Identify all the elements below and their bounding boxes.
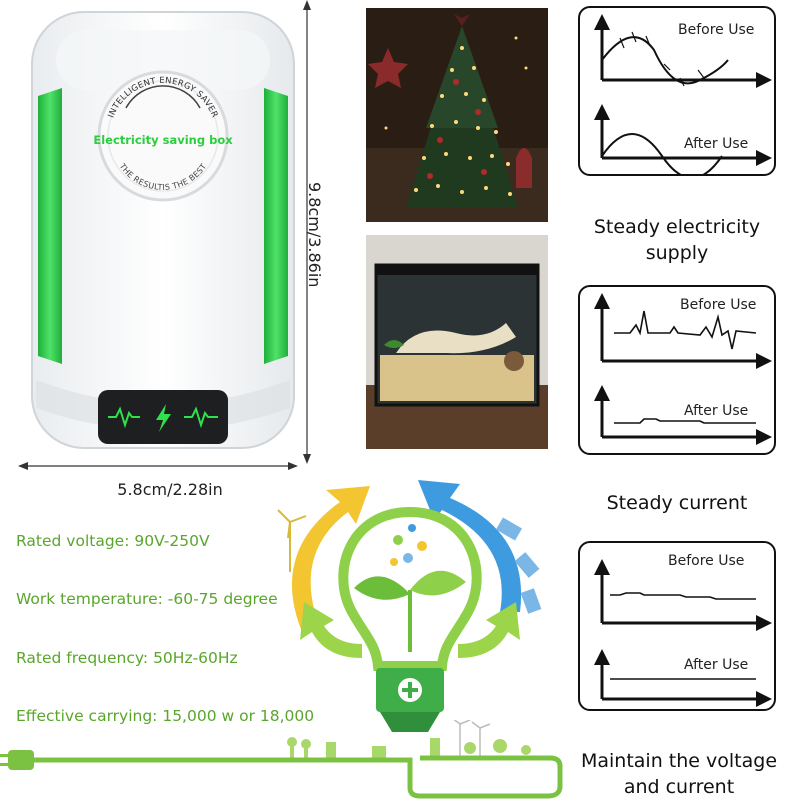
- right-green-arrow: [458, 602, 520, 658]
- panel-supply-after: After Use: [684, 136, 748, 152]
- left-indicator-strip: [38, 88, 62, 364]
- spec-rated-frequency: Rated frequency: 50Hz-60Hz: [16, 649, 238, 667]
- blue-arrow: [418, 480, 522, 612]
- energy-saver-device: INTELLIGENT ENERGY SAVER Electricity sav…: [31, 11, 295, 449]
- panel-current-before: Before Use: [680, 297, 756, 313]
- panel-voltage-after: After Use: [684, 657, 748, 673]
- panel-voltage-before: Before Use: [668, 553, 744, 569]
- terrarium-photo: [366, 235, 548, 449]
- width-dimension-arrow: [18, 462, 298, 470]
- yellow-arrow: [291, 486, 370, 632]
- spec-effective-carrying: Effective carrying: 15,000 w or 18,000: [16, 707, 315, 725]
- waveform-current: Before Use After Use: [594, 293, 772, 445]
- height-label: 9.8cm/3.86in: [305, 182, 324, 288]
- right-indicator-strip: [264, 88, 288, 364]
- width-label: 5.8cm/2.28in: [117, 480, 223, 499]
- bulb-glass: [338, 506, 482, 671]
- height-dimension-arrow: [303, 0, 311, 464]
- waveform-supply: Before Use After Use: [594, 14, 772, 179]
- caption-current: Steady current: [606, 492, 748, 514]
- lightning-icon: [156, 404, 171, 432]
- waveform-voltage: Before Use After Use: [594, 553, 772, 707]
- panel-current: Before Use After Use: [578, 285, 776, 455]
- power-cord-landscape: [0, 720, 563, 799]
- spec-rated-voltage: Rated voltage: 90V-250V: [16, 532, 210, 550]
- plug-icon: [0, 750, 34, 770]
- pulse-icon-left: [108, 406, 140, 429]
- badge-main-text: Electricity saving box: [93, 133, 233, 147]
- eco-bulb-illustration: [277, 480, 542, 732]
- badge-circle: [97, 70, 229, 202]
- left-green-arrow: [300, 602, 362, 658]
- panel-supply-before: Before Use: [678, 22, 754, 38]
- panel-voltage: Before Use After Use: [578, 541, 776, 711]
- pulse-icon-right: [184, 406, 218, 429]
- spec-work-temperature: Work temperature: -60-75 degree: [16, 590, 278, 608]
- christmas-tree-photo: [366, 8, 548, 222]
- panel-current-after: After Use: [684, 403, 748, 419]
- panel-supply: Before Use After Use: [578, 6, 776, 179]
